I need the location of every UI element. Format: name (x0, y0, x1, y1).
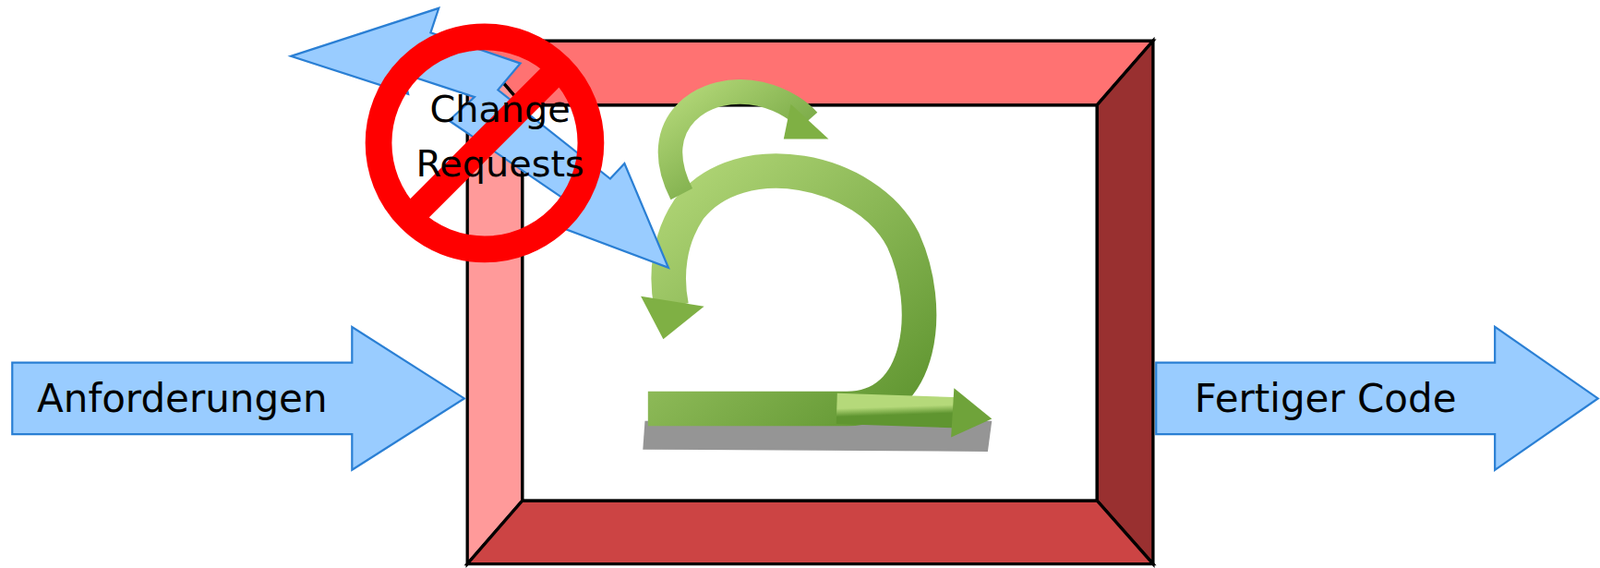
node-label: Change Requests (387, 81, 613, 192)
arrow-outline (1155, 326, 1599, 470)
arrow-outline (290, 8, 669, 268)
node-label: Fertiger Code (1155, 362, 1495, 434)
input-arrow: Anforderungen (12, 326, 467, 472)
arrow-outline (12, 326, 465, 470)
node-label: Anforderungen (12, 362, 352, 434)
output-arrow: Fertiger Code (1155, 326, 1600, 472)
